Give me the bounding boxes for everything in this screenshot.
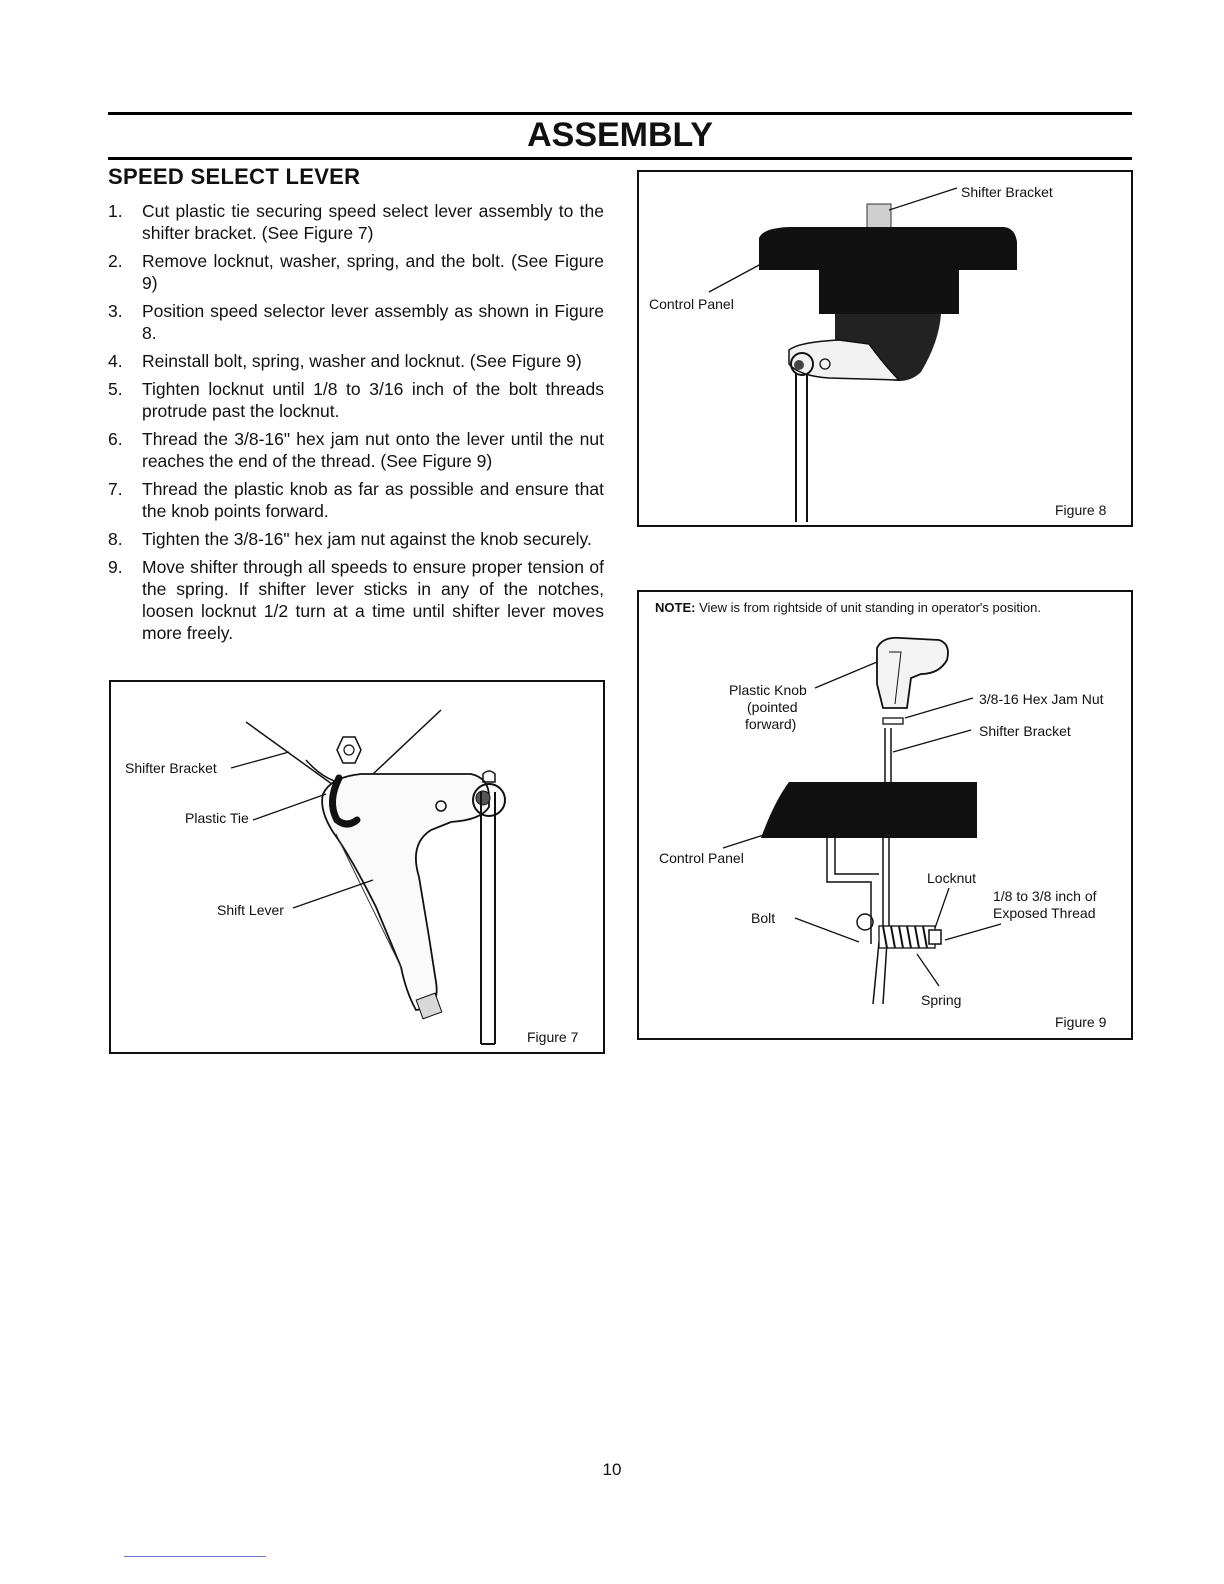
step-text: Reinstall bolt, spring, washer and lockn… <box>142 351 582 371</box>
list-item: 7. Thread the plastic knob as far as poss… <box>108 478 604 522</box>
list-item: 8. Tighten the 3/8-16" hex jam nut agains… <box>108 528 604 550</box>
step-text: Move shifter through all speeds to ensur… <box>142 557 604 643</box>
list-item: 3. Position speed selector lever assembly… <box>108 300 604 344</box>
step-text: Thread the plastic knob as far as possib… <box>142 479 604 521</box>
step-text: Position speed selector lever assembly a… <box>142 301 604 343</box>
step-number: 8. <box>108 529 123 549</box>
label-bolt: Bolt <box>751 910 776 926</box>
figure-8-illustration <box>708 187 1017 522</box>
instruction-list: 1. Cut plastic tie securing speed select … <box>108 200 604 650</box>
label-control-panel: Control Panel <box>649 296 734 312</box>
step-text: Remove locknut, washer, spring, and the … <box>142 251 604 293</box>
label-plastic-knob-note-1: (pointed <box>747 699 798 715</box>
figure-7-caption: Figure 7 <box>527 1029 579 1045</box>
page-number: 10 <box>602 1460 622 1479</box>
figure-8-caption: Figure 8 <box>1055 502 1107 518</box>
label-exposed-thread-2: Exposed Thread <box>993 905 1096 921</box>
step-number: 3. <box>108 301 123 321</box>
list-item: 5. Tighten locknut until 1/8 to 3/16 inch… <box>108 378 604 422</box>
figure-7-illustration <box>230 709 506 1045</box>
header-rule-top <box>108 112 1132 115</box>
label-shifter-bracket: Shifter Bracket <box>961 184 1053 200</box>
step-text: Tighten locknut until 1/8 to 3/16 inch o… <box>142 379 604 421</box>
label-locknut: Locknut <box>927 870 977 886</box>
label-shifter-bracket: Shifter Bracket <box>979 723 1071 739</box>
list-item: 6. Thread the 3/8-16" hex jam nut onto th… <box>108 428 604 472</box>
label-exposed-thread-1: 1/8 to 3/8 inch of <box>993 888 1097 904</box>
label-plastic-knob-note-2: forward) <box>745 716 797 732</box>
step-text: Cut plastic tie securing speed select le… <box>142 201 604 243</box>
page-title: ASSEMBLY <box>527 116 713 154</box>
label-plastic-tie: Plastic Tie <box>185 810 249 826</box>
step-number: 5. <box>108 379 123 399</box>
step-number: 1. <box>108 201 123 221</box>
list-item: 1. Cut plastic tie securing speed select … <box>108 200 604 244</box>
figure-9-note: NOTE: View is from rightside of unit sta… <box>655 600 1041 615</box>
step-text: Thread the 3/8-16" hex jam nut onto the … <box>142 429 604 471</box>
step-number: 7. <box>108 479 123 499</box>
note-prefix: NOTE: <box>655 600 696 615</box>
label-shift-lever: Shift Lever <box>217 902 284 918</box>
step-number: 6. <box>108 429 123 449</box>
figure-9-illustration <box>722 636 1002 1005</box>
section-heading: SPEED SELECT LEVER <box>108 164 361 189</box>
list-item: 9. Move shifter through all speeds to ens… <box>108 556 604 644</box>
list-item: 4. Reinstall bolt, spring, washer and loc… <box>108 350 604 372</box>
step-number: 4. <box>108 351 123 371</box>
figure-8: Shifter Bracket Control Panel Figure 8 <box>637 170 1133 527</box>
figure-9: NOTE: View is from rightside of unit sta… <box>637 590 1133 1040</box>
step-number: 9. <box>108 557 123 577</box>
footer-rule <box>124 1556 266 1557</box>
note-text: View is from rightside of unit standing … <box>699 600 1041 615</box>
figure-9-caption: Figure 9 <box>1055 1014 1107 1030</box>
step-number: 2. <box>108 251 123 271</box>
header-rule-bottom <box>108 157 1132 160</box>
label-hex-jam-nut: 3/8-16 Hex Jam Nut <box>979 691 1104 707</box>
list-item: 2. Remove locknut, washer, spring, and th… <box>108 250 604 294</box>
label-shifter-bracket: Shifter Bracket <box>125 760 217 776</box>
label-plastic-knob: Plastic Knob <box>729 682 807 698</box>
label-control-panel: Control Panel <box>659 850 744 866</box>
label-spring: Spring <box>921 992 962 1008</box>
step-text: Tighten the 3/8-16" hex jam nut against … <box>142 529 592 549</box>
figure-7: Shifter Bracket Plastic Tie Shift Lever … <box>109 680 605 1054</box>
